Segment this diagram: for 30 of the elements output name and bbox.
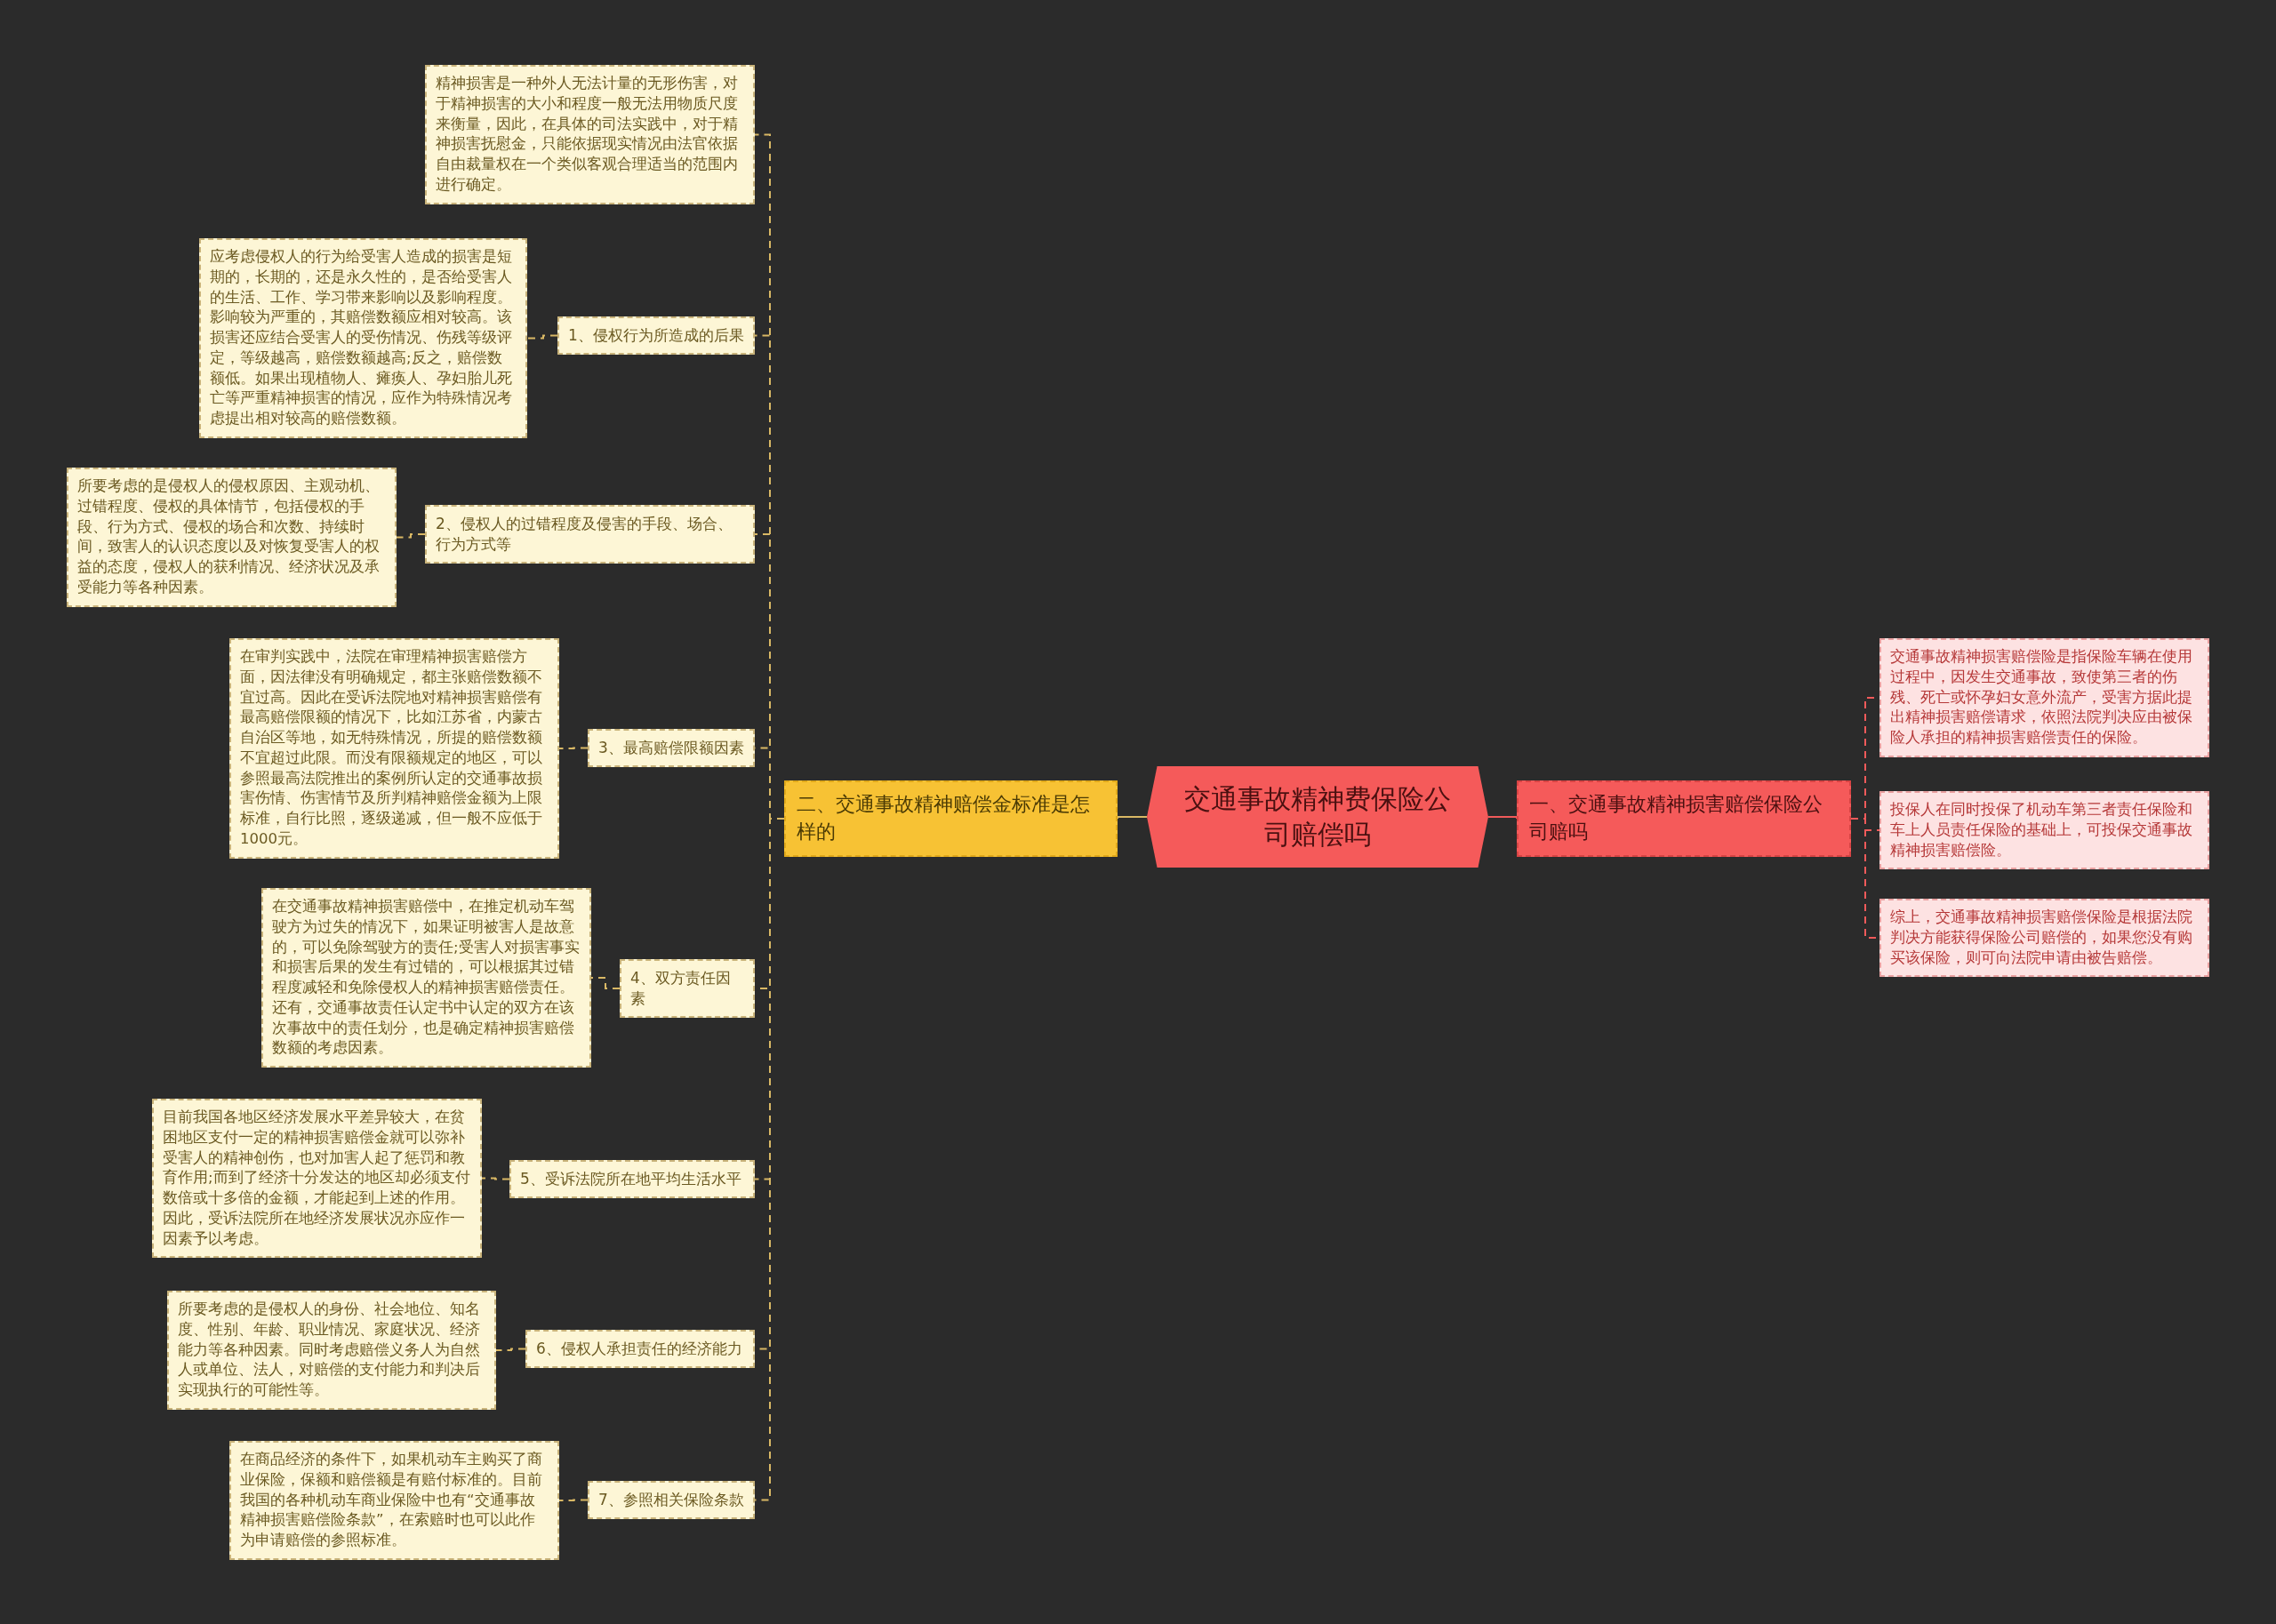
note-box: 在交通事故精神损害赔偿中，在推定机动车驾驶方为过失的情况下，如果证明被害人是故意的，可以免除驾驶方的责任;受害人对损害事实和损害后果的发生有过错的，可以根据其过错程度减轻和免除侵权人的精神损害赔偿责任。还有，交通事故责任认定书中认定的双方在该次事故中的责任划分，也是确定精神损害赔偿数额的考虑因素。 xyxy=(261,888,591,1068)
subtopic-box: 5、受诉法院所在地平均生活水平 xyxy=(509,1160,755,1198)
subtopic-box: 1、侵权行为所造成的后果 xyxy=(557,316,755,355)
connector xyxy=(526,334,558,340)
connector xyxy=(1117,816,1148,820)
note-box: 在审判实践中，法院在审理精神损害赔偿方面，因法律没有明确规定，都主张赔偿数额不宜过高。因此在受诉法院地对精神损害赔偿有最高赔偿限额的情况下，比如江苏省，内蒙古自治区等地，如无特殊情况，所提的赔偿数额不宜超过此限。而没有限额规定的地区，可以参照最高法院推出的案例所认定的交通事故损害伤情、伤害情节及所判精神赔偿金额为上限标准，自行比照，逐级递减，但一般不应低于1000元。 xyxy=(229,638,559,859)
note-box: 目前我国各地区经济发展水平差异较大，在贫困地区支付一定的精神损害赔偿金就可以弥补受害人的精神创伤，也对加害人起了惩罚和教育作用;而到了经济十分发达的地区却必须支付数倍或十多倍的金额，才能起到上述的作用。因此，受诉法院所在地经济发展状况亦应作一因素予以考虑。 xyxy=(152,1099,482,1259)
connector xyxy=(481,1177,510,1180)
connector xyxy=(396,533,426,539)
subtopic-box: 6、侵权人承担责任的经济能力 xyxy=(525,1330,755,1368)
connector xyxy=(590,977,621,989)
note-box: 在商品经济的条件下，如果机动车主购买了商业保险，保额和赔偿额是有赔付标准的。目前我国的各种机动车商业保险中也有“交通事故精神损害赔偿险条款”，在索赔时也可以此作为申请赔偿的参照标准。 xyxy=(229,1441,559,1560)
note-box: 应考虑侵权人的行为给受害人造成的损害是短期的，长期的，还是永久性的，是否给受害人的生活、工作、学习带来影响以及影响程度。影响较为严重的，其赔偿数额应相对较高。该损害还应结合受害人的受伤情况、伤残等级评定，等级越高，赔偿数额越高;反之，赔偿数额低。如果出现植物人、瘫痪人、孕妇胎儿死亡等严重精神损害的情况，应作为特殊情况考虑提出相对较高的赔偿数额。 xyxy=(199,238,527,438)
topic-box: 一、交通事故精神损害赔偿保险公司赔吗 xyxy=(1517,780,1851,857)
central-topic: 交通事故精神费保险公司赔偿吗 xyxy=(1147,766,1488,868)
note-box: 投保人在同时投保了机动车第三者责任保险和车上人员责任保险的基础上，可投保交通事故精神损害赔偿险。 xyxy=(1879,791,2209,870)
note-box: 综上，交通事故精神损害赔偿保险是根据法院判决方能获得保险公司赔偿的，如果您没有购买该保险，则可向法院申请由被告赔偿。 xyxy=(1879,899,2209,978)
subtopic-box: 7、参照相关保险条款 xyxy=(588,1481,755,1519)
connector xyxy=(558,1499,589,1501)
note-box: 交通事故精神损害赔偿险是指保险车辆在使用过程中，因发生交通事故，致使第三者的伤残、死亡或怀孕妇女意外流产，受害方据此提出精神损害赔偿请求，依照法院判决应由被保险人承担的精神损害赔偿责任的保险。 xyxy=(1879,638,2209,757)
topic-box: 二、交通事故精神赔偿金标准是怎样的 xyxy=(784,780,1118,857)
subtopic-box: 4、双方责任因素 xyxy=(620,959,755,1018)
note-box: 所要考虑的是侵权人的身份、社会地位、知名度、性别、年龄、职业情况、家庭状况、经济能力等各种因素。同时考虑赔偿义务人为自然人或单位、法人，对赔偿的支付能力和判决后实现执行的可能性等。 xyxy=(167,1291,496,1410)
note-box: 所要考虑的是侵权人的侵权原因、主观动机、过错程度、侵权的具体情节，包括侵权的手段、行为方式、侵权的场合和次数、持续时间，致害人的认识态度以及对恢复受害人的权益的态度，侵权人的获利情况、经济状况及承受能力等各种因素。 xyxy=(67,468,397,607)
subtopic-box: 2、侵权人的过错程度及侵害的手段、场合、行为方式等 xyxy=(425,505,755,564)
connector xyxy=(495,1348,526,1351)
subtopic-box: 3、最高赔偿限额因素 xyxy=(588,729,755,767)
connector xyxy=(558,747,589,749)
note-box: 精神损害是一种外人无法计量的无形伤害，对于精神损害的大小和程度一般无法用物质尺度来衡量，因此，在具体的司法实践中，对于精神损害抚慰金，只能依据现实情况由法官依据自由裁量权在一个类似客观合理适当的范围内进行确定。 xyxy=(425,65,755,204)
connector xyxy=(1487,816,1518,820)
